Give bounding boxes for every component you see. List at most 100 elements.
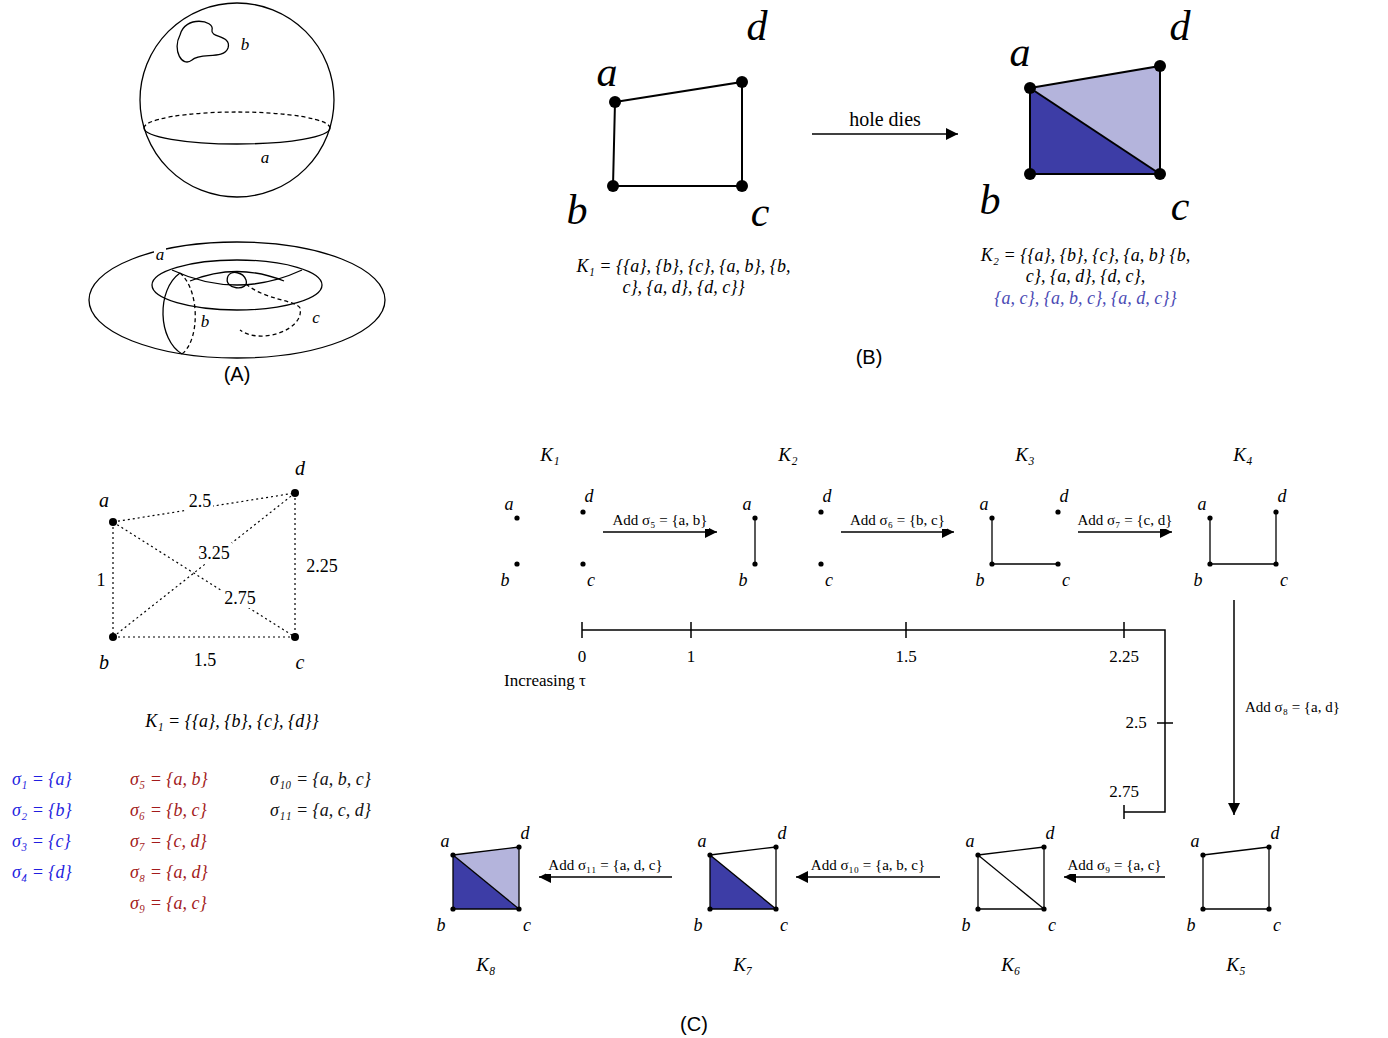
filtration-step: K₄adbc: [1172, 440, 1296, 600]
sphere-outline: [140, 3, 334, 197]
loop-label: a: [154, 245, 167, 265]
step-arrow: [603, 531, 717, 533]
vertex-label: d: [1046, 823, 1055, 844]
vertex-label: d: [521, 823, 530, 844]
vertex: [450, 906, 455, 911]
step-arrow: [812, 133, 958, 135]
vertex-label: c: [294, 651, 307, 674]
vertex: [1154, 60, 1166, 72]
vertex: [1207, 515, 1212, 520]
simplex-definition: σ₇ = {c, d}: [128, 831, 209, 852]
vertex-label: a: [1191, 831, 1200, 852]
triangle: [1030, 66, 1160, 174]
vertex-label: b: [694, 915, 703, 936]
vertex-label: a: [97, 489, 111, 512]
triangle: [453, 847, 519, 909]
simplex-definition: σ₁₀ = {a, b, c}: [268, 769, 373, 790]
vertex: [1200, 852, 1205, 857]
edge-label: Add σ₆ = {b, c}: [848, 512, 947, 529]
edge: [709, 855, 710, 909]
simplex-definition: σ₈ = {a, d}: [128, 862, 210, 883]
vertex: [773, 844, 778, 849]
vertex: [109, 633, 117, 641]
vertex: [580, 561, 585, 566]
set-notation: K₂ = {{a}, {b}, {c}, {a, b} {b, c}, {a, …: [978, 245, 1193, 286]
filtration-step: K₅adbc: [1165, 815, 1289, 980]
distance-label: 2.75: [222, 588, 258, 609]
step-arrow: [841, 531, 954, 533]
vertex: [707, 852, 712, 857]
vertex-label: b: [97, 651, 111, 674]
filled-complex: [1024, 60, 1166, 180]
simplex-definition: σ₁₁ = {a, c, d}: [268, 800, 373, 821]
edge: [1043, 847, 1044, 909]
vertex-label: b: [739, 570, 748, 591]
distance-edge: [113, 493, 295, 637]
vertex: [736, 76, 748, 88]
distance-label: 3.25: [196, 543, 232, 564]
step-label: K₂: [778, 444, 797, 466]
equator-back: [144, 112, 330, 128]
edge: [518, 847, 519, 909]
vertex-label: d: [585, 486, 594, 507]
distance-label: 1: [95, 570, 108, 591]
simplex-definition: σ₉ = {a, c}: [128, 893, 209, 914]
edge: [991, 518, 992, 564]
edge: [1275, 512, 1276, 564]
panel-label: (C): [678, 1013, 710, 1036]
simplex-definition: σ₃ = {c}: [10, 831, 73, 852]
loop-label: c: [310, 308, 322, 328]
filtration-step: K₈adbc: [415, 815, 539, 980]
axis-tick: 2.25: [1107, 647, 1141, 667]
step-label: K₆: [1001, 954, 1020, 976]
filtration-step: K₇adbc: [672, 815, 796, 980]
triangle: [710, 855, 776, 909]
vertex-label: c: [825, 570, 833, 591]
vertex-label: a: [743, 494, 752, 515]
simplex-definition: σ₆ = {b, c}: [128, 800, 209, 821]
step-label: K₈: [476, 954, 495, 976]
vertex-label: a: [1198, 494, 1207, 515]
edge: [992, 563, 1058, 564]
contractible-loop: [177, 21, 228, 62]
vertex: [1207, 561, 1212, 566]
edge: [978, 908, 1044, 909]
set-notation: {a, c}, {a, b, c}, {a, d, c}}: [978, 288, 1193, 309]
loop-label: b: [239, 35, 252, 55]
vertex-label: c: [523, 915, 531, 936]
distance-label: 1.5: [192, 650, 219, 671]
vertex: [752, 515, 757, 520]
vertex-label: b: [962, 915, 971, 936]
vertex-label: a: [966, 831, 975, 852]
vertex: [818, 509, 823, 514]
vertex-label: c: [751, 188, 770, 236]
complex-graph: [1200, 844, 1271, 911]
vertex: [109, 518, 117, 526]
distance-edge: [294, 493, 295, 637]
vertex: [752, 561, 757, 566]
sphere-and-torus: [89, 3, 385, 358]
filtration-graphs: [450, 509, 1278, 911]
vertex: [773, 906, 778, 911]
edge: [453, 855, 519, 909]
equator-front: [144, 128, 330, 144]
filtration-step: K₆adbc: [940, 815, 1064, 980]
axis-tick: 2.75: [1107, 782, 1141, 802]
vertex-label: b: [437, 915, 446, 936]
vertex: [607, 180, 619, 192]
vertex: [1273, 561, 1278, 566]
vertex-label: d: [747, 2, 768, 50]
vertex-label: a: [597, 48, 618, 96]
edge-label: hole dies: [847, 108, 923, 131]
distance-graph: [113, 493, 295, 637]
vertex: [516, 906, 521, 911]
vertex: [609, 96, 621, 108]
edge: [710, 847, 776, 855]
edge: [613, 82, 742, 186]
edge-label: Add σ₅ = {a, b}: [611, 512, 710, 529]
vertex-label: c: [1273, 915, 1281, 936]
vertex: [975, 852, 980, 857]
vertex: [580, 509, 585, 514]
vertex-label: c: [1280, 570, 1288, 591]
vertex-label: a: [505, 494, 514, 515]
